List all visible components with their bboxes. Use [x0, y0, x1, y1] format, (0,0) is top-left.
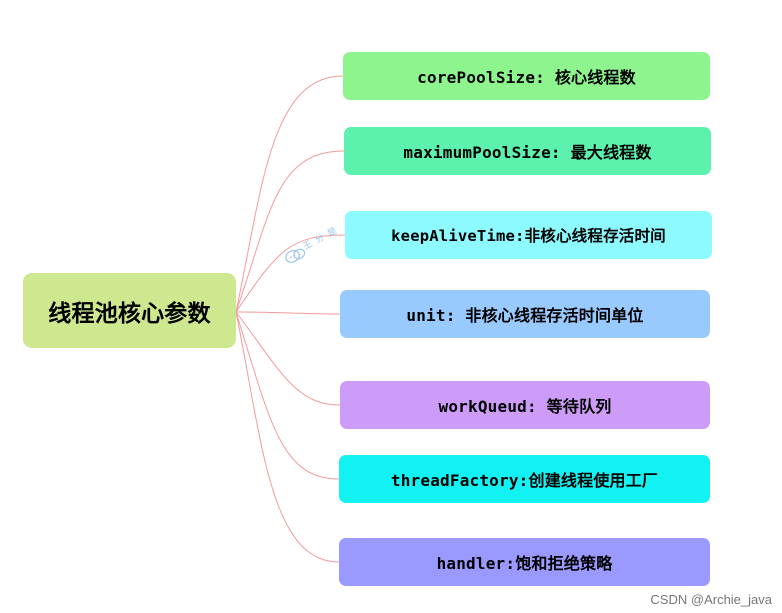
root-node: 线程池核心参数	[23, 273, 236, 348]
chat-bubble-icon	[285, 248, 306, 263]
connector-line-handler	[235, 311, 340, 563]
node-thread-factory: threadFactory:创建线程使用工厂	[339, 455, 710, 503]
connector-line-unit	[235, 311, 341, 315]
credit-text: CSDN @Archie_java	[650, 592, 772, 607]
node-keep-alive-time: keepAliveTime:非核心线程存活时间	[345, 211, 712, 259]
node-maximum-pool-size: maximumPoolSize: 最大线程数	[344, 127, 711, 175]
connector-line-keep-alive-time	[235, 234, 346, 313]
node-work-queue: workQueud: 等待队列	[340, 381, 710, 429]
connector-line-work-queue	[235, 311, 341, 406]
node-core-pool-size: corePoolSize: 核心线程数	[343, 52, 710, 100]
node-handler: handler:饱和拒绝策略	[339, 538, 710, 586]
connector-line-thread-factory	[235, 311, 340, 480]
connector-line-maximum-pool-size	[235, 150, 345, 313]
connector-line-core-pool-size	[235, 75, 344, 313]
watermark: 王 分 是	[278, 217, 347, 273]
node-unit: unit: 非核心线程存活时间单位	[340, 290, 710, 338]
